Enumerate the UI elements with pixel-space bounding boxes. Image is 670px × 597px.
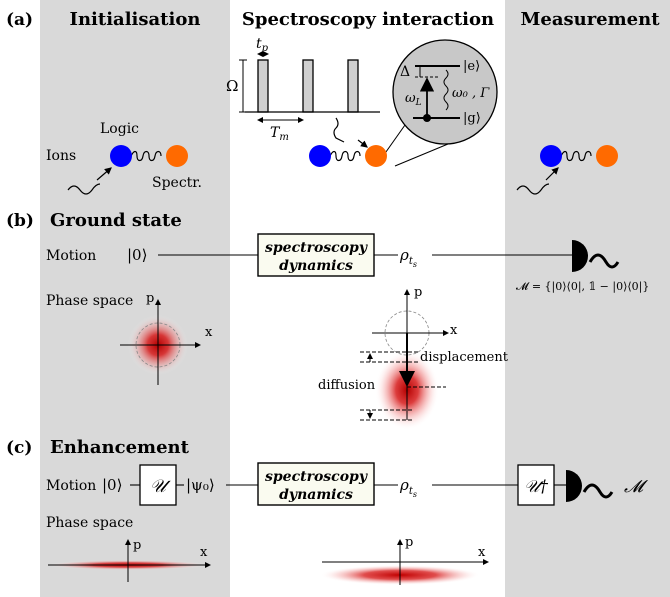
panel-b-label: (b) <box>6 211 34 231</box>
diffusion-label: diffusion <box>318 378 376 393</box>
box-c-line1: spectroscopy <box>265 469 368 485</box>
box-b-line1: spectroscopy <box>265 240 368 256</box>
unitary-box <box>139 464 177 506</box>
rho-c: ρts <box>399 476 417 499</box>
ion-pair-init <box>67 145 188 195</box>
header-initialisation: Initialisation <box>70 9 201 30</box>
box-c-line2: dynamics <box>279 487 353 503</box>
t-p-label: tp <box>256 36 269 54</box>
unitary-dagger-box <box>517 464 555 506</box>
x-axis-b2: x <box>450 323 458 338</box>
header-spectroscopy-interaction: Spectroscopy interaction <box>242 9 494 30</box>
phase-space-squeezed-init <box>48 539 211 582</box>
ions-label: Ions <box>46 148 76 164</box>
header-measurement: Measurement <box>520 9 660 30</box>
motion-label-c: Motion <box>46 478 96 494</box>
phase-space-displaced <box>360 289 449 430</box>
p-axis-c1: p <box>133 538 141 553</box>
p-axis-b2: p <box>414 285 422 300</box>
panel-a-label: (a) <box>6 10 33 30</box>
rho-b: ρts <box>399 246 417 269</box>
ket-e-label: |e⟩ <box>463 59 480 74</box>
panel-c-title: Enhancement <box>50 437 190 458</box>
measurement-set: 𝓜 = {|0⟩⟨0|, 𝟙 − |0⟩⟨0|} <box>516 280 649 294</box>
pulse-sequence <box>239 51 380 123</box>
x-axis-c2: x <box>478 545 486 560</box>
ion-pair-spectroscopy <box>309 117 387 167</box>
energy-level-zoom <box>380 39 498 167</box>
measurement-m-label: 𝓜 <box>624 477 648 497</box>
detector-icon-c <box>566 470 614 502</box>
phase-space-ground <box>120 299 201 385</box>
delta-label: Δ <box>400 64 410 80</box>
displacement-label: displacement <box>420 350 509 365</box>
ion-pair-measurement <box>516 145 618 195</box>
spectr-label: Spectr. <box>152 175 202 191</box>
logic-ion <box>110 145 132 167</box>
ket0-b: |0⟩ <box>127 246 147 264</box>
ket-g-label: |g⟩ <box>463 111 481 126</box>
detector-icon-b <box>572 240 620 272</box>
unitary-label: 𝒰 <box>150 476 171 497</box>
x-axis-c1: x <box>200 545 208 560</box>
t-m-label: Tm <box>270 125 289 143</box>
spectroscopy-dynamics-box-c <box>257 462 375 506</box>
logic-label: Logic <box>100 121 139 137</box>
motion-label-b: Motion <box>46 248 96 264</box>
p-axis-b1: p <box>146 291 154 306</box>
panel-b-title: Ground state <box>50 210 182 231</box>
omega-label: Ω <box>226 77 238 95</box>
spectroscopy-dynamics-box-b <box>257 233 375 277</box>
spectroscopy-ion <box>166 145 188 167</box>
unitary-dagger-label: 𝒰† <box>524 477 548 497</box>
box-b-line2: dynamics <box>279 258 353 274</box>
phase-space-label-c: Phase space <box>46 515 133 531</box>
phase-space-label-b: Phase space <box>46 293 133 309</box>
ket0-c: |0⟩ <box>102 476 122 494</box>
omega0-gamma-label: ω₀ , Γ <box>452 86 490 101</box>
psi0-label: |ψ₀⟩ <box>186 476 215 494</box>
phase-space-squeezed-final <box>320 539 489 585</box>
omega-l-label: ωL <box>405 91 422 108</box>
initialisation-column-bg <box>40 0 230 597</box>
p-axis-c2: p <box>405 535 413 550</box>
panel-c-label: (c) <box>6 438 32 458</box>
x-axis-b1: x <box>205 325 213 340</box>
